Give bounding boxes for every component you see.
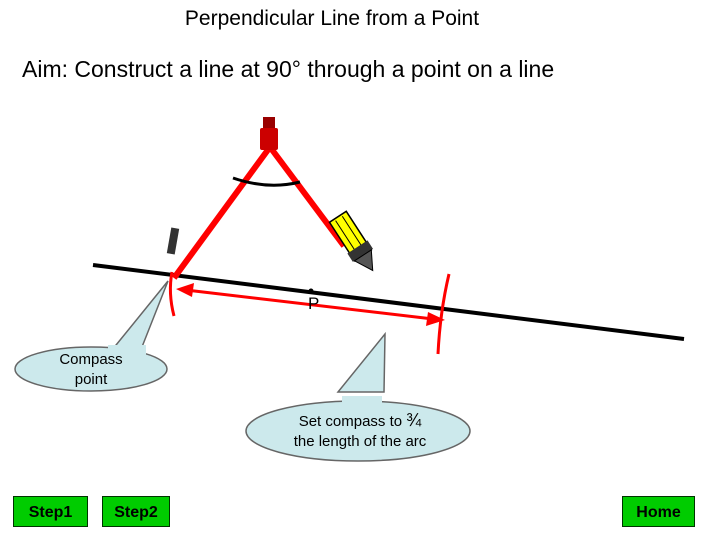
- setcompass-callout-line1: Set compass to ¾: [258, 410, 462, 432]
- compass-callout-line2: point: [74, 371, 108, 388]
- base-line: [92, 263, 685, 341]
- point-p-label: P: [308, 294, 320, 313]
- compass-spread-arc: [232, 176, 301, 187]
- setcompass-callout-text: Set compass to: [298, 413, 403, 430]
- setcompass-fraction: ¾: [406, 410, 422, 430]
- compass-callout-line1: Compass: [59, 351, 123, 368]
- compass-callout-joint: [108, 345, 146, 355]
- left-arc-mark: [168, 271, 176, 317]
- step1-button[interactable]: Step1: [13, 496, 88, 527]
- compass-needle: [166, 227, 180, 255]
- compass-right-leg: [267, 145, 347, 248]
- setcompass-callout-joint: [342, 396, 382, 406]
- setcompass-callout-tail: [336, 331, 386, 393]
- page-title: Perpendicular Line from a Point: [184, 7, 480, 30]
- compass-knob: [263, 117, 275, 129]
- home-button[interactable]: Home: [622, 496, 695, 527]
- compass-callout-tail: [110, 280, 169, 353]
- step2-button[interactable]: Step2: [102, 496, 170, 527]
- aim-text: Aim: Construct a line at 90° through a p…: [22, 56, 555, 82]
- compass-point-callout: Compass point: [30, 350, 152, 390]
- compass-hinge: [260, 128, 278, 150]
- setcompass-callout-line2: the length of the arc: [293, 433, 427, 450]
- measure-arrow-left-head: [176, 283, 194, 297]
- measure-arrow-line: [185, 288, 434, 321]
- compass-callout-bubble: [14, 346, 168, 392]
- measure-arrow-right-head: [426, 312, 445, 326]
- set-compass-callout: Set compass to ¾ the length of the arc: [258, 410, 462, 452]
- point-p-dot: [308, 288, 314, 294]
- pencil: [328, 210, 374, 272]
- compass-left-leg: [171, 145, 273, 280]
- right-arc-mark: [436, 273, 451, 355]
